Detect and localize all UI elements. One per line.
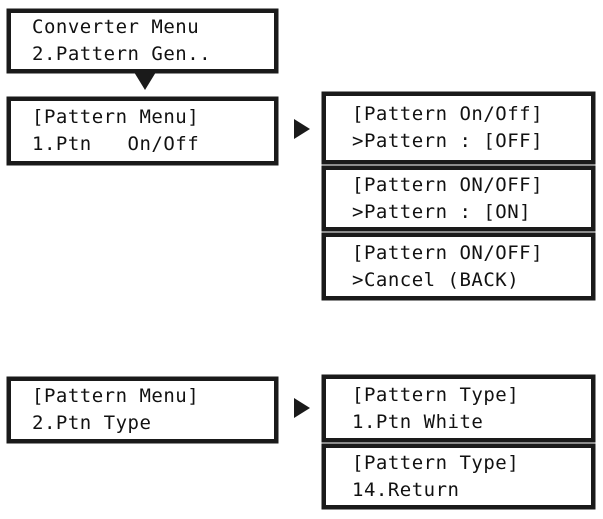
lcd-screen-pattern-onoff-on: [Pattern ON/OFF] >Pattern : [ON]: [322, 166, 595, 231]
lcd-line-title: Converter Menu: [32, 16, 200, 38]
arrow-down-icon: [134, 72, 156, 90]
lcd-line-item: 2.Pattern Gen..: [32, 43, 212, 65]
lcd-line-title: [Pattern Menu]: [32, 385, 200, 407]
lcd-line-title: [Pattern Type]: [352, 451, 520, 474]
arrow-right-icon: [294, 119, 310, 139]
lcd-line-item: 2.Ptn Type: [32, 412, 152, 434]
lcd-screen-pattern-onoff-cancel: [Pattern ON/OFF] >Cancel (BACK): [322, 233, 595, 300]
lcd-line-item: 1.Ptn On/Off: [32, 133, 200, 155]
lcd-line-title: [Pattern Menu]: [32, 106, 200, 128]
lcd-line-item: 1.Ptn White: [352, 410, 484, 433]
lcd-line-value: >Pattern : [ON]: [352, 200, 532, 223]
lcd-screen-pattern-onoff-off: [Pattern On/Off] >Pattern : [OFF]: [322, 92, 595, 164]
lcd-screen-pattern-type-return: [Pattern Type] 14.Return: [322, 444, 595, 509]
lcd-screen-pattern-type-white: [Pattern Type] 1.Ptn White: [322, 375, 595, 442]
lcd-screen-pattern-menu-ptn-onoff: [Pattern Menu] 1.Ptn On/Off: [7, 97, 278, 165]
lcd-screen-pattern-menu-ptn-type: [Pattern Menu] 2.Ptn Type: [7, 377, 278, 443]
arrow-right-icon: [294, 398, 310, 418]
lcd-line-title: [Pattern Type]: [352, 383, 520, 406]
lcd-line-value: >Cancel (BACK): [352, 268, 520, 291]
lcd-line-item: 14.Return: [352, 478, 460, 501]
lcd-line-title: [Pattern On/Off]: [352, 103, 544, 125]
lcd-screen-converter-menu: Converter Menu 2.Pattern Gen..: [7, 9, 278, 73]
lcd-line-title: [Pattern ON/OFF]: [352, 173, 544, 196]
lcd-line-title: [Pattern ON/OFF]: [352, 241, 544, 264]
lcd-line-value: >Pattern : [OFF]: [352, 130, 544, 152]
